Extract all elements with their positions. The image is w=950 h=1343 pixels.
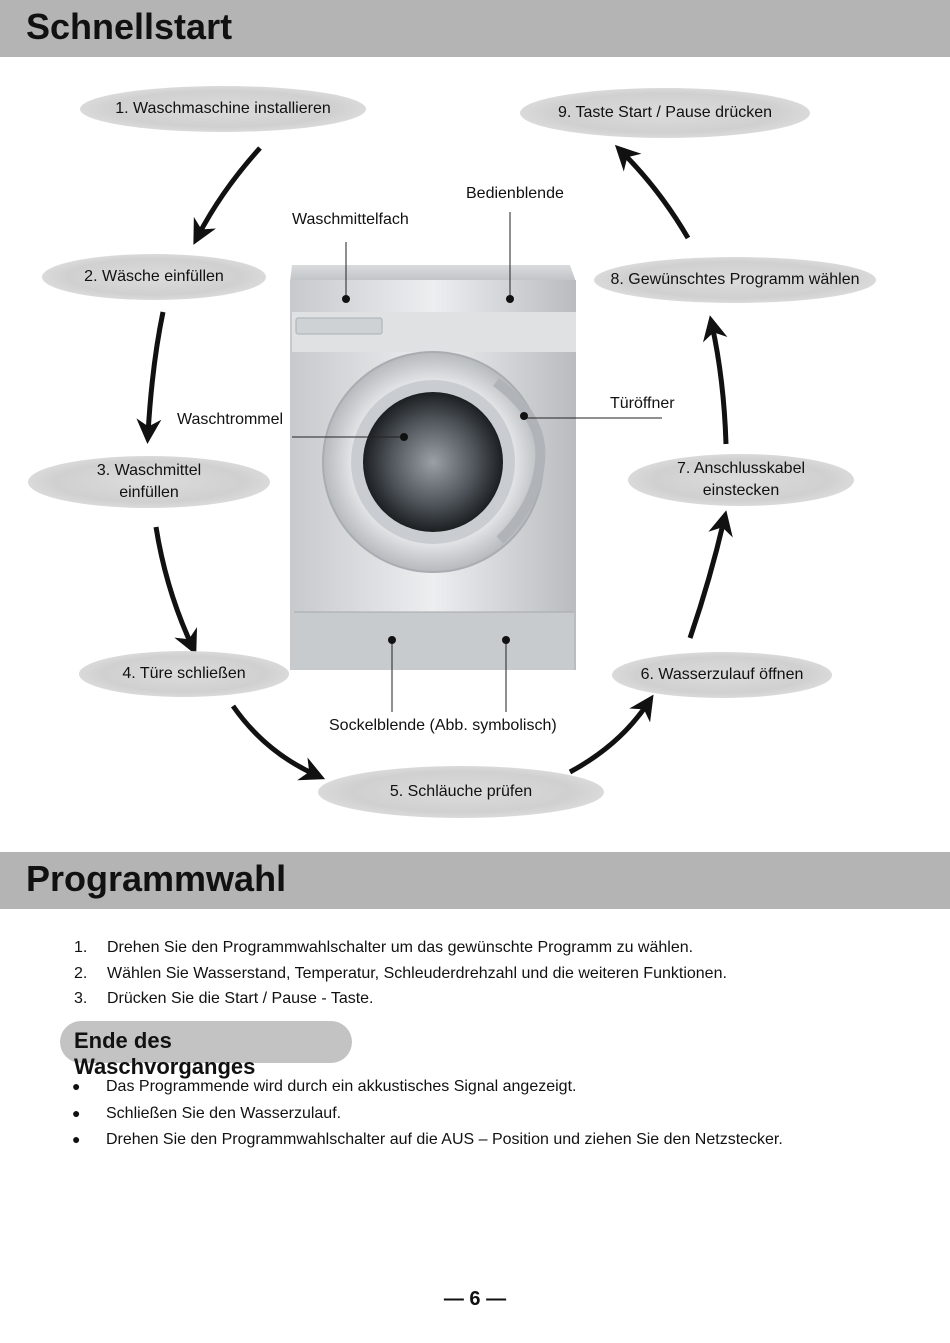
step-9-ellipse: 9. Taste Start / Pause drücken [520, 88, 810, 138]
subsection-title: Ende des Waschvorganges [74, 1028, 256, 1079]
label-tueroeffner: Türöffner [610, 395, 675, 412]
curved-arrow-icon [614, 144, 691, 240]
section-header-programmwahl: Programmwahl [0, 852, 950, 909]
machine-top [290, 265, 576, 282]
section-title: Programmwahl [26, 858, 287, 899]
list-item: 1.Drehen Sie den Programmwahlschalter um… [74, 939, 694, 956]
bullet-dot-icon: ● [72, 1104, 81, 1121]
step-label: 8. Gewünschtes Programm wählen [610, 271, 860, 288]
label-waschtrommel: Waschtrommel [177, 411, 284, 428]
curved-arrow-icon [136, 311, 166, 444]
subsection-header-ende: Ende des Waschvorganges [60, 1021, 352, 1079]
list-item: ●Drehen Sie den Programmwahlschalter auf… [72, 1126, 783, 1153]
step-2-ellipse: 2. Wäsche einfüllen [42, 254, 266, 300]
curved-arrow-icon [230, 704, 326, 781]
curved-arrow-icon [568, 694, 654, 775]
curved-arrow-icon [193, 146, 262, 245]
section-header-schnellstart: Schnellstart [0, 0, 950, 57]
page-number: — 6 — [443, 1288, 507, 1310]
step-label: 9. Taste Start / Pause drücken [557, 104, 773, 121]
step-4-ellipse: 4. Türe schließen [79, 651, 289, 697]
bullet-dot-icon: ● [72, 1078, 81, 1094]
cycle-arrows [136, 144, 733, 781]
bullet-dot-icon: ● [72, 1131, 81, 1147]
step-label: 5. Schläuche prüfen [389, 783, 533, 800]
curved-arrow-icon [702, 315, 729, 445]
list-item: ●Schließen Sie den Wasserzulauf. [72, 1100, 783, 1127]
list-item: ●Das Programmende wird durch ein akkusti… [72, 1073, 783, 1100]
step-label: 2. Wäsche einfüllen [84, 268, 224, 285]
step-1-ellipse: 1. Waschmaschine installieren [80, 86, 366, 132]
section-title: Schnellstart [26, 6, 233, 47]
list-item: 2.Wählen Sie Wasserstand, Temperatur, Sc… [74, 964, 727, 982]
detergent-drawer [295, 317, 383, 335]
curved-arrow-icon [153, 526, 198, 656]
list-item: 3.Drücken Sie die Start / Pause - Taste. [74, 990, 374, 1007]
step-label: 4. Türe schließen [122, 665, 246, 682]
label-waschmittelfach: Waschmittelfach [292, 211, 409, 228]
drum [363, 392, 503, 532]
step-5-ellipse: 5. Schläuche prüfen [318, 766, 604, 818]
door-handle [493, 377, 546, 544]
step-8-ellipse: 8. Gewünschtes Programm wählen [594, 257, 876, 303]
step-label: 1. Waschmaschine installieren [115, 100, 331, 117]
label-bedienblende: Bedienblende [466, 185, 564, 202]
washing-machine-illustration [136, 144, 733, 781]
step-6-ellipse: 6. Wasserzulauf öffnen [612, 652, 832, 698]
step-label: 6. Wasserzulauf öffnen [640, 666, 804, 683]
curved-arrow-icon [687, 510, 733, 639]
program-steps-list: 1.Drehen Sie den Programmwahlschalter um… [74, 935, 727, 1012]
end-bullets-list: ●Das Programmende wird durch ein akkusti… [72, 1073, 783, 1153]
plinth [294, 612, 574, 670]
label-sockelblende: Sockelblende (Abb. symbolisch) [329, 717, 557, 734]
